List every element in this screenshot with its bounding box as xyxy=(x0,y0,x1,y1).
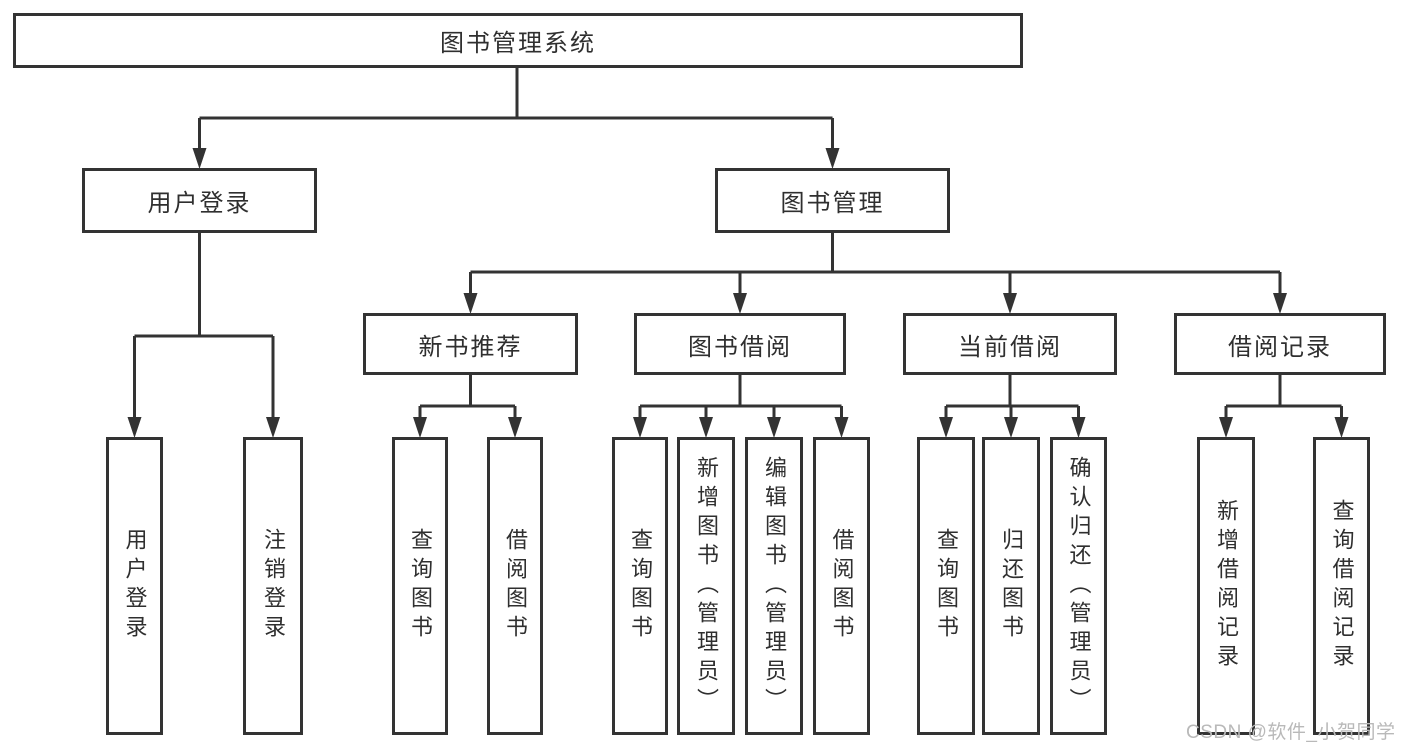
node-label: 借阅图书 xyxy=(503,528,528,644)
node-user-login: 用户登录 xyxy=(82,168,317,233)
node-label: 编辑图书（管理员） xyxy=(762,455,787,717)
leaf-nb-query-books: 查询图书 xyxy=(392,437,448,735)
node-book-borrow: 图书借阅 xyxy=(634,313,846,375)
node-label: 查询图书 xyxy=(408,528,433,644)
leaf-bb-borrow-books: 借阅图书 xyxy=(813,437,870,735)
leaf-bb-edit-books-admin: 编辑图书（管理员） xyxy=(745,437,803,735)
node-label: 用户登录 xyxy=(147,190,252,217)
node-label: 图书借阅 xyxy=(688,333,792,361)
node-label: 用户登录 xyxy=(122,528,148,644)
node-book-management: 图书管理 xyxy=(715,168,950,233)
leaf-cb-confirm-return-admin: 确认归还（管理员） xyxy=(1050,437,1107,735)
node-current-borrow: 当前借阅 xyxy=(903,313,1117,375)
leaf-br-query-record: 查询借阅记录 xyxy=(1313,437,1370,735)
node-new-book-recommend: 新书推荐 xyxy=(363,313,578,375)
node-label: 注销登录 xyxy=(261,528,286,644)
node-label: 归还图书 xyxy=(999,528,1024,644)
node-label: 图书管理系统 xyxy=(440,30,596,57)
node-label: 借阅记录 xyxy=(1228,333,1332,361)
csdn-watermark: CSDN @软件_小贺同学 xyxy=(1186,722,1396,743)
node-label: 查询图书 xyxy=(628,528,653,644)
leaf-cb-return-books: 归还图书 xyxy=(982,437,1040,735)
leaf-bb-add-books-admin: 新增图书（管理员） xyxy=(677,437,735,735)
connector-paths xyxy=(133,68,1343,418)
node-label: 新书推荐 xyxy=(418,333,523,361)
node-label: 新增图书（管理员） xyxy=(694,455,719,717)
node-label: 确认归还（管理员） xyxy=(1066,455,1092,717)
leaf-br-add-record: 新增借阅记录 xyxy=(1197,437,1255,735)
leaf-user-login: 用户登录 xyxy=(106,437,163,735)
node-library-system: 图书管理系统 xyxy=(13,13,1023,68)
node-borrow-records: 借阅记录 xyxy=(1174,313,1386,375)
node-label: 图书管理 xyxy=(780,190,885,217)
node-label: 查询借阅记录 xyxy=(1329,499,1355,673)
node-label: 新增借阅记录 xyxy=(1214,499,1239,673)
node-label: 查询图书 xyxy=(934,528,959,644)
leaf-nb-borrow-books: 借阅图书 xyxy=(487,437,543,735)
leaf-cb-query-books: 查询图书 xyxy=(917,437,975,735)
leaf-bb-query-books: 查询图书 xyxy=(612,437,668,735)
leaf-logout: 注销登录 xyxy=(243,437,303,735)
node-label: 当前借阅 xyxy=(958,333,1062,361)
node-label: 借阅图书 xyxy=(829,528,855,644)
